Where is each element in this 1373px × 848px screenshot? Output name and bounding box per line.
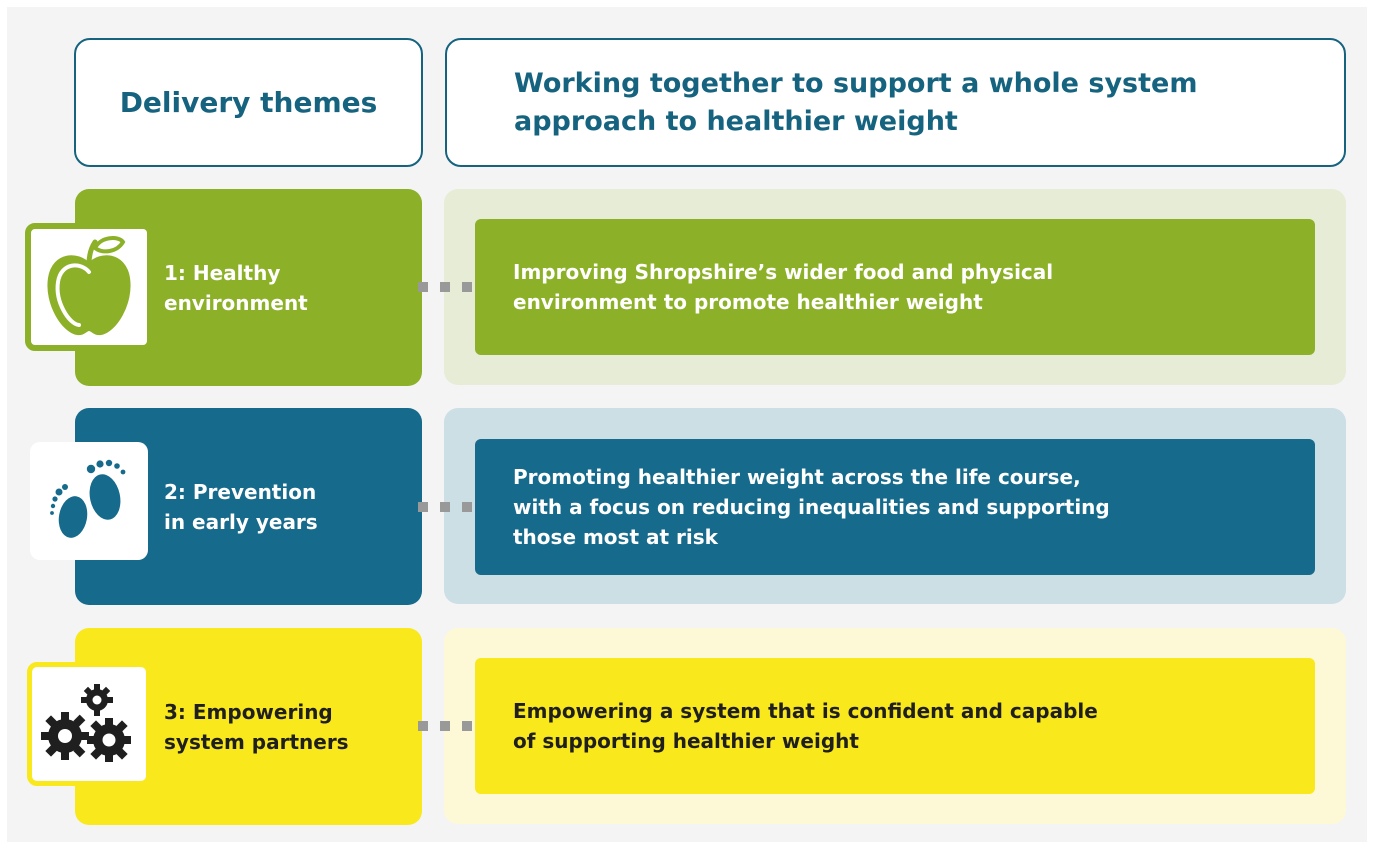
theme-label-line-2: environment (164, 290, 308, 315)
theme-2-description: Promoting healthier weight across the li… (475, 439, 1315, 575)
theme-label-line-2: system partners (164, 729, 349, 754)
description-line-2: with a focus on reducing inequalities an… (513, 495, 1110, 519)
theme-3-description: Empowering a system that is confident an… (475, 658, 1315, 794)
delivery-themes-header: Delivery themes (74, 38, 423, 167)
connector-dots (418, 721, 472, 731)
apple-icon (25, 223, 153, 351)
connector-dots (418, 282, 472, 292)
whole-system-title-line-2: approach to healthier weight (514, 105, 958, 137)
gears-icon (27, 662, 151, 786)
theme-label-line-1: 1: Healthy (164, 260, 281, 285)
whole-system-title-line-1: Working together to support a whole syst… (514, 67, 1198, 99)
connector-dots (418, 502, 472, 512)
description-line-1: Improving Shropshire’s wider food and ph… (513, 260, 1054, 284)
description-line-1: Promoting healthier weight across the li… (513, 465, 1081, 489)
theme-label-line-1: 2: Prevention (164, 479, 317, 504)
theme-1-description: Improving Shropshire’s wider food and ph… (475, 219, 1315, 355)
description-line-3: those most at risk (513, 525, 718, 549)
whole-system-title: Working together to support a whole syst… (514, 65, 1197, 141)
whole-system-header: Working together to support a whole syst… (445, 38, 1346, 167)
description-line-2: environment to promote healthier weight (513, 290, 983, 314)
delivery-themes-title: Delivery themes (119, 86, 378, 119)
theme-label: 1: Healthy environment (164, 189, 308, 386)
theme-label: 2: Prevention in early years (164, 408, 318, 605)
theme-label-line-2: in early years (164, 509, 318, 534)
theme-label-line-1: 3: Empowering (164, 699, 333, 724)
description-line-2: of supporting healthier weight (513, 729, 859, 753)
description-line-1: Empowering a system that is confident an… (513, 699, 1098, 723)
baby-feet-icon (30, 442, 148, 560)
theme-label: 3: Empowering system partners (164, 628, 349, 825)
